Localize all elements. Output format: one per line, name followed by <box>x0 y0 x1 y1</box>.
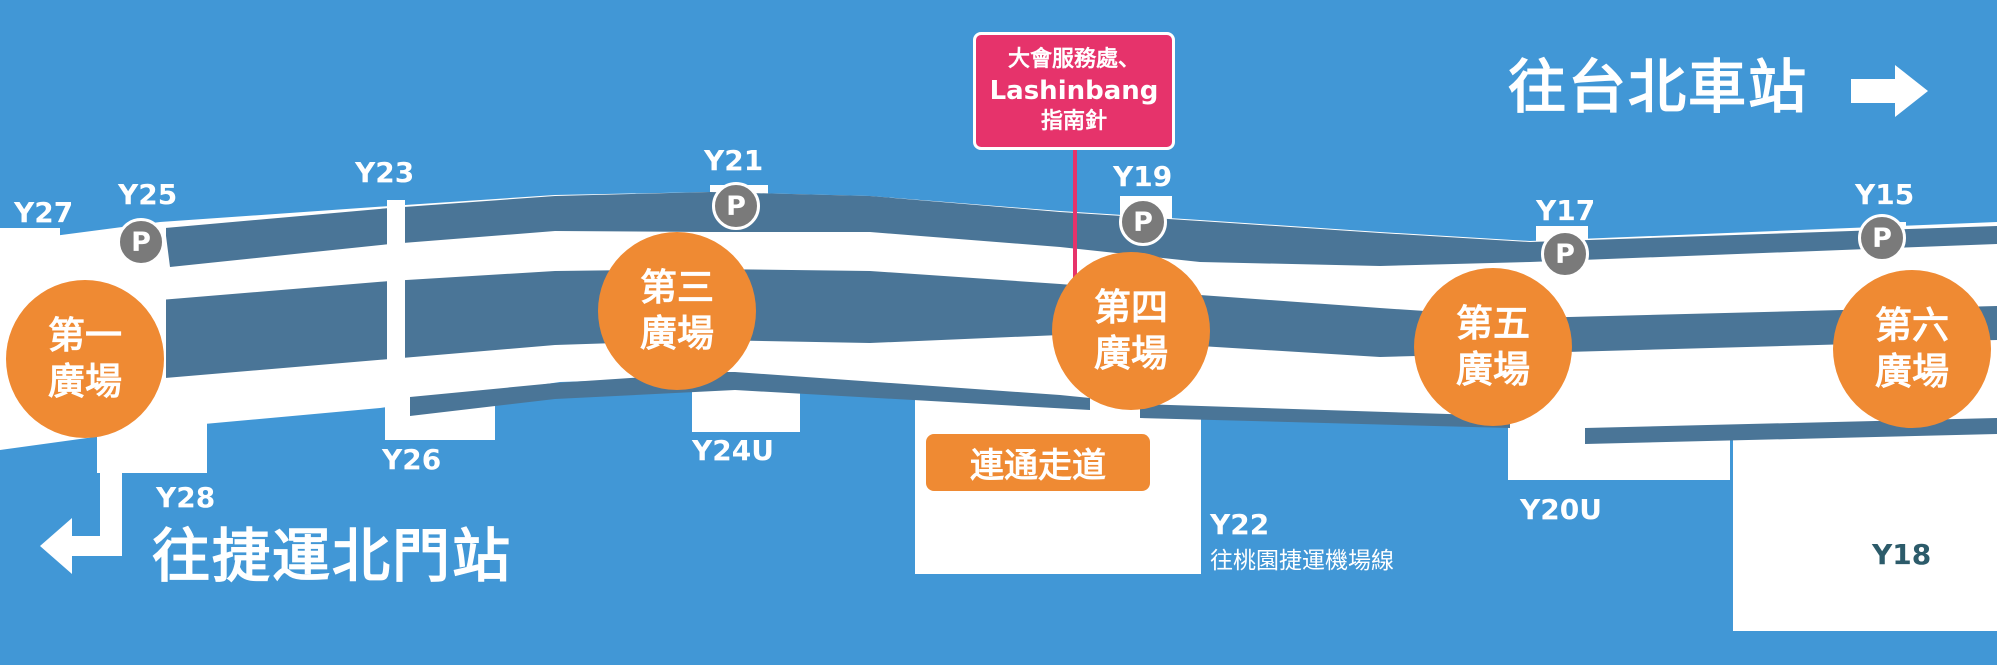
service-desk-callout: 大會服務處、 Lashinbang 指南針 <box>973 32 1175 150</box>
plaza-6-line1: 第六 <box>1875 304 1949 347</box>
exit-y21: Y21 <box>704 144 764 177</box>
plaza-3-line1: 第三 <box>640 266 714 309</box>
road-lower-east <box>1140 404 1510 428</box>
plaza-1-line1: 第一 <box>48 314 122 357</box>
arrow-down-left-icon <box>40 472 122 574</box>
exit-y20u: Y20U <box>1520 493 1602 526</box>
destination-taipei-main: 往台北車站 <box>1508 53 1809 121</box>
exit-y28: Y28 <box>156 481 216 514</box>
plaza-3: 第三 廣場 <box>598 232 756 390</box>
parking-icon-y17: P <box>1541 230 1589 278</box>
callout-line1: 大會服務處、 <box>1007 47 1140 72</box>
exit-y26: Y26 <box>382 443 442 476</box>
parking-icon-y25: P <box>117 218 165 266</box>
parking-icon-y21: P <box>712 182 760 230</box>
plaza-1: 第一 廣場 <box>6 280 164 438</box>
parking-icon-y19: P <box>1119 198 1167 246</box>
plaza-4-line1: 第四 <box>1094 286 1168 329</box>
plaza-5-line1: 第五 <box>1456 302 1530 345</box>
parking-icon-y15: P <box>1858 214 1906 262</box>
callout-line3: 指南針 <box>1040 109 1107 134</box>
plaza-5-line2: 廣場 <box>1456 348 1530 391</box>
exit-y22-note: 往桃園捷運機場線 <box>1210 548 1394 574</box>
arrow-right-icon <box>1851 65 1928 117</box>
exit-y18: Y18 <box>1872 538 1932 571</box>
road-lower <box>410 372 1090 416</box>
plaza-4-line2: 廣場 <box>1094 332 1168 375</box>
exit-y19: Y19 <box>1113 160 1173 193</box>
connecting-corridor-label: 連通走道 <box>926 434 1150 491</box>
plaza-6: 第六 廣場 <box>1833 270 1991 428</box>
plaza-6-line2: 廣場 <box>1875 350 1949 393</box>
crosswalk-y23 <box>387 205 405 415</box>
block-y18 <box>1733 405 1997 631</box>
exit-y27: Y27 <box>14 196 74 229</box>
exit-y17: Y17 <box>1536 194 1596 227</box>
exit-y24u: Y24U <box>692 434 774 467</box>
road-upper <box>165 192 1997 267</box>
callout-line2: Lashinbang <box>989 76 1159 106</box>
exit-y15: Y15 <box>1855 178 1915 211</box>
plaza-4: 第四 廣場 <box>1052 252 1210 410</box>
callout-pointer <box>1073 148 1077 298</box>
exit-y22: Y22 <box>1210 508 1270 541</box>
exit-y23: Y23 <box>355 156 415 189</box>
plaza-5: 第五 廣場 <box>1414 268 1572 426</box>
plaza-1-line2: 廣場 <box>48 360 122 403</box>
plaza-3-line2: 廣場 <box>640 312 714 355</box>
destination-north-gate: 往捷運北門站 <box>152 522 513 590</box>
exit-y25: Y25 <box>118 178 178 211</box>
block-y27 <box>0 228 60 268</box>
